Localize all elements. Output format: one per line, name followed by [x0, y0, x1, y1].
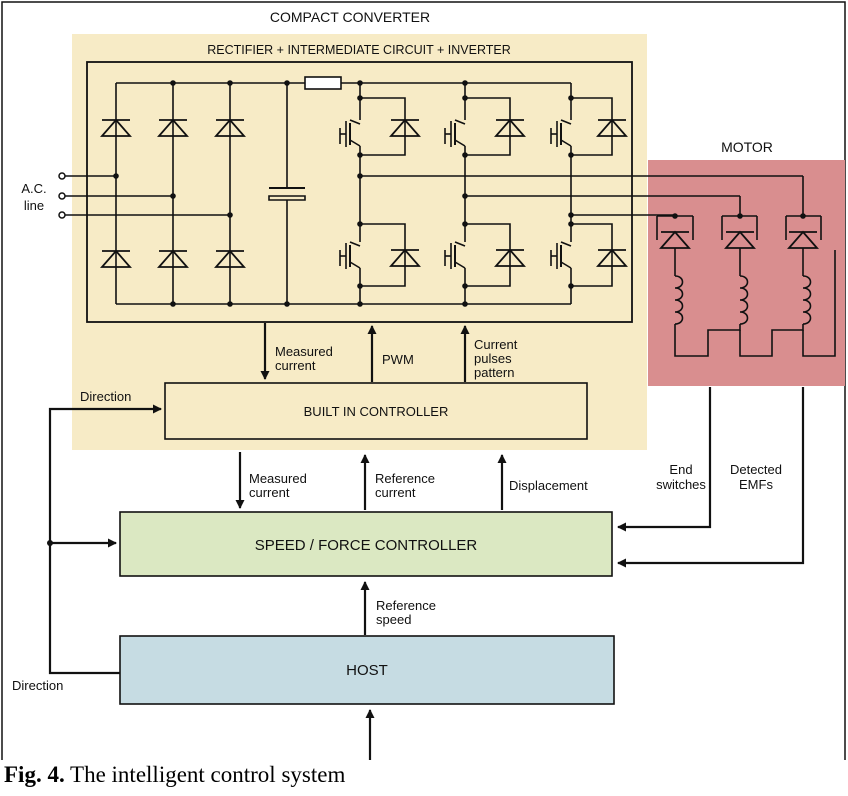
figure-frame	[1, 1, 846, 760]
compact-converter-title: COMPACT CONVERTER	[270, 9, 430, 25]
motor-region	[648, 160, 845, 386]
end-switches-line	[617, 387, 712, 532]
built-in-controller-label: BUILT IN CONTROLLER	[304, 404, 449, 419]
current-pulses-label-3: pattern	[474, 365, 514, 380]
figure-caption-label: Fig. 4.	[4, 762, 65, 787]
direction-top-label: Direction	[80, 389, 131, 404]
reference-current-label-2: current	[375, 485, 416, 500]
detected-emfs-label-1: Detected	[730, 462, 782, 477]
current-pulses-label-1: Current	[474, 337, 518, 352]
ac-line-inputs	[58, 172, 233, 219]
power-circuit-box	[86, 61, 633, 323]
ac-line-label-1: A.C.	[21, 181, 46, 196]
motor-phase-wiring	[357, 173, 836, 357]
speed-force-controller-label: SPEED / FORCE CONTROLLER	[255, 537, 478, 554]
measured-current-mid-label-1: Measured	[249, 471, 307, 486]
motor-title: MOTOR	[721, 139, 773, 155]
host-box	[119, 635, 615, 705]
direction-bottom-label: Direction	[12, 678, 63, 693]
figure-caption-text: The intelligent control system	[64, 762, 346, 787]
inverter-legs	[339, 80, 627, 307]
end-switches-label-2: switches	[656, 477, 706, 492]
dc-link-capacitor	[268, 80, 306, 307]
dc-bus-top	[116, 76, 571, 90]
current-pulses-label-2: pulses	[474, 351, 512, 366]
measured-current-top-label-2: current	[275, 358, 316, 373]
figure-caption: Fig. 4. The intelligent control system	[4, 762, 345, 788]
reference-speed-label-1: Reference	[376, 598, 436, 613]
control-system-diagram: COMPACT CONVERTER RECTIFIER + INTERMEDIA…	[1, 1, 846, 760]
built-in-controller-box	[164, 382, 588, 440]
speed-force-controller-box	[119, 511, 613, 577]
measured-current-top-label-1: Measured	[275, 344, 333, 359]
rectifier-title: RECTIFIER + INTERMEDIATE CIRCUIT + INVER…	[207, 43, 511, 57]
detected-emfs-line	[617, 387, 805, 568]
measured-current-mid-label-2: current	[249, 485, 290, 500]
reference-current-label-1: Reference	[375, 471, 435, 486]
pwm-label: PWM	[382, 352, 414, 367]
ac-line-label-2: line	[24, 198, 44, 213]
end-switches-label-1: End	[669, 462, 692, 477]
host-label: HOST	[346, 662, 388, 679]
detected-emfs-label-2: EMFs	[739, 477, 773, 492]
displacement-label: Displacement	[509, 478, 588, 493]
reference-speed-label-2: speed	[376, 612, 411, 627]
